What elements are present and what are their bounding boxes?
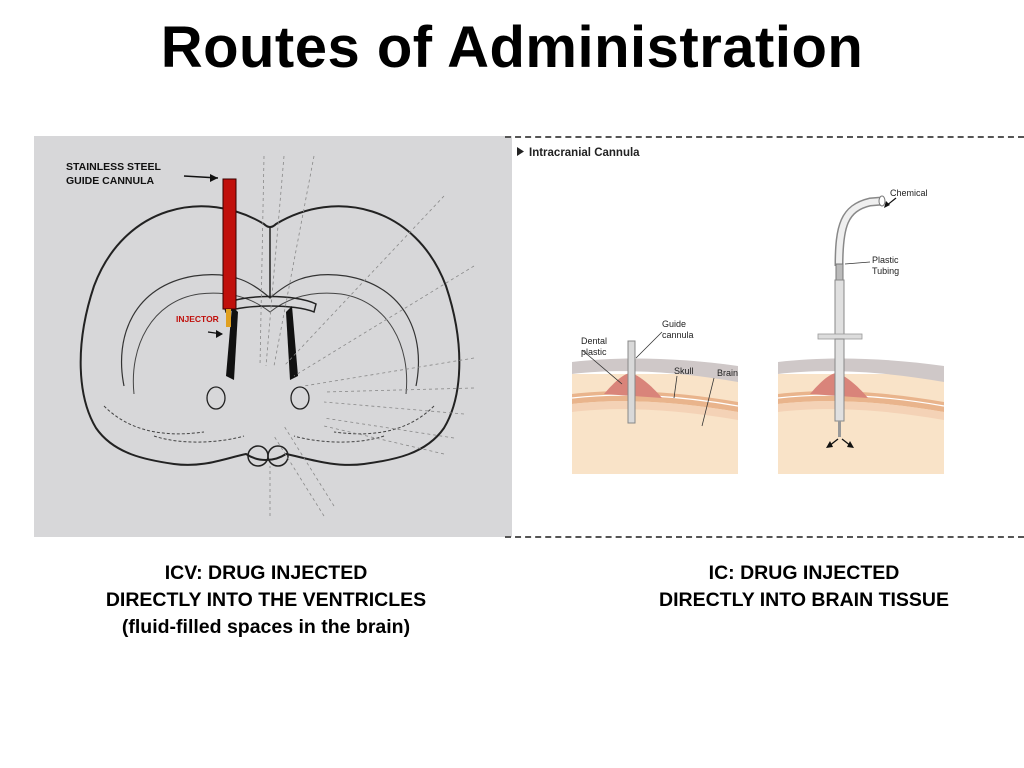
skull-label: Skull [674,366,694,376]
brain-label: Brain [717,368,738,378]
dental-plastic-label-2: plastic [581,347,607,357]
icv-caption-line-2: DIRECTLY INTO THE VENTRICLES [105,589,427,611]
ic-caption-line-1: IC: DRUG INJECTED [708,562,900,584]
guide-cannula-label-line1: STAINLESS STEEL [66,161,161,173]
dental-plastic-label-1: Dental [581,336,607,346]
guide-cannula-panel: Dental plastic Guide cannula Skull Brain [571,319,739,474]
guide-cannula-label-1: Guide [662,319,686,329]
plastic-tubing-label-1: Plastic [872,255,899,265]
divider-bottom [505,536,1024,538]
figure-heading: Intracranial Cannula [529,147,640,159]
icv-caption: ICV: DRUG INJECTED DIRECTLY INTO THE VEN… [40,560,492,641]
chemical-label: Chemical [890,188,928,198]
icv-caption-line-1: ICV: DRUG INJECTED [164,562,368,584]
slide-title: Routes of Administration [160,15,864,80]
guide-cannula-label-line2: GUIDE CANNULA [66,175,154,187]
injector-panel: Chemical Plastic Tubing [777,188,945,474]
icv-caption-line-3: (fluid-filled spaces in the brain) [121,616,411,638]
heading-bullet-icon [517,147,524,156]
intracranial-cannula-drawing: Intracranial Cannula Dental plastic Guid… [517,147,945,474]
injector-label: INJECTOR [176,314,219,324]
ic-caption-line-2: DIRECTLY INTO BRAIN TISSUE [658,589,949,611]
guide-cannula-label-2: cannula [662,330,694,340]
injector-tip [226,309,231,327]
guide-cannula [222,178,237,310]
brain-section-drawing: STAINLESS STEEL GUIDE CANNULA INJECTOR [66,155,475,517]
ic-caption: IC: DRUG INJECTED DIRECTLY INTO BRAIN TI… [574,560,1024,614]
plastic-tubing-label-2: Tubing [872,266,899,276]
icv-brain-section-figure: STAINLESS STEEL GUIDE CANNULA INJECTOR [34,136,512,537]
divider-top [505,136,1024,138]
brain-outline [79,205,461,466]
ic-cannula-figure: Intracranial Cannula Dental plastic Guid… [512,136,1024,537]
